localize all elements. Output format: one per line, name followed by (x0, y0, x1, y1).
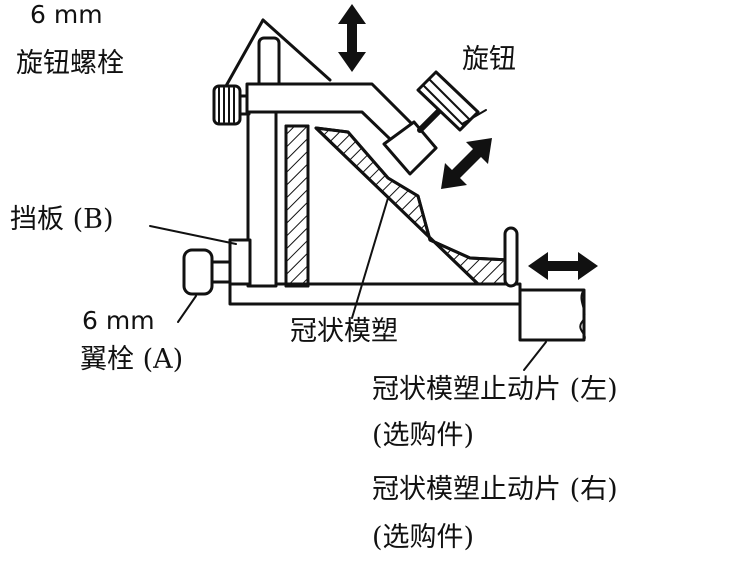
wing-bolt-size-label: 6 mm (82, 306, 155, 335)
stopper-left-label: 冠状模塑止动片 (左) (372, 374, 618, 405)
crown-molding-label: 冠状模塑 (290, 316, 398, 347)
top-leader-lines (224, 18, 332, 88)
knob-bolt-size-label: 6 mm (30, 0, 103, 29)
optional-label-1: (选购件) (372, 420, 475, 451)
left-right-arrow-icon (528, 252, 598, 280)
clamp-pad (382, 120, 438, 176)
crown-molding-stopper (503, 226, 586, 342)
knob-label: 旋钮 (462, 44, 516, 75)
knob-bolt-label: 旋钮螺栓 (16, 48, 124, 79)
fence-b (284, 124, 310, 288)
up-down-arrow-icon (338, 4, 366, 72)
diagonal-double-arrow-icon (441, 138, 492, 189)
fence-b-label: 挡板 (B) (10, 204, 114, 235)
knob-bolt (212, 84, 251, 126)
wing-bolt-a (182, 238, 252, 296)
optional-label-2: (选购件) (372, 522, 475, 553)
wing-bolt-a-label: 翼栓 (A) (80, 344, 184, 375)
stopper-right-label: 冠状模塑止动片 (右) (372, 474, 618, 505)
label-leaders (149, 109, 547, 371)
clamp-knob (416, 70, 480, 133)
vertical-post (246, 102, 278, 288)
